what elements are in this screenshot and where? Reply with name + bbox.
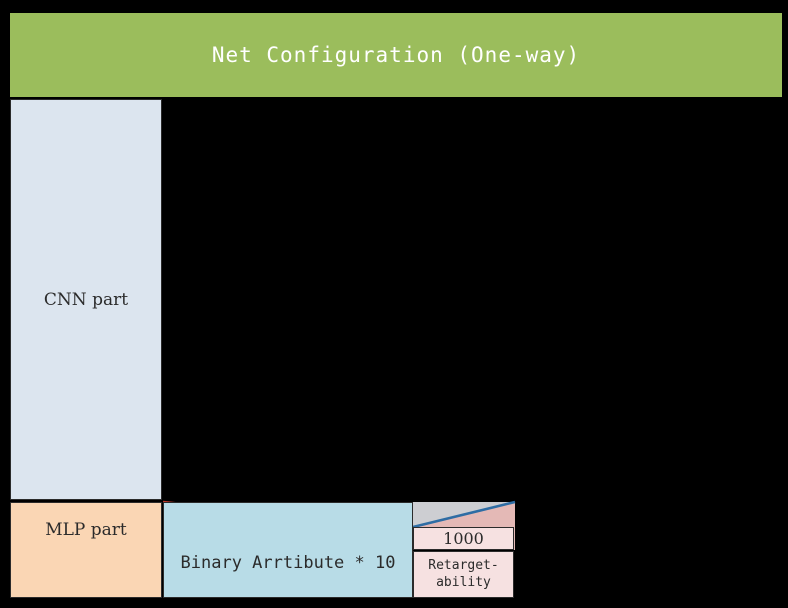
right-taper-line [412, 500, 516, 529]
cnn-part-block: CNN part [10, 99, 162, 500]
binary-attribute-label: Binary Arrtibute * 10 [180, 553, 396, 573]
retargetability-block: Retarget- ability [413, 551, 514, 598]
page-title: Net Configuration (One-way) [211, 43, 581, 67]
header-bar: Net Configuration (One-way) [10, 13, 782, 97]
mlp-part-block: MLP part [10, 502, 162, 598]
unit-count-block: 1000 [413, 527, 514, 550]
binary-attribute-block: Binary Arrtibute * 10 [163, 502, 413, 598]
retargetability-label-line2: ability [436, 574, 491, 590]
cnn-part-label: CNN part [43, 290, 129, 310]
unit-count-label: 1000 [443, 529, 484, 548]
retargetability-label-line1: Retarget- [428, 558, 499, 574]
mlp-part-label: MLP part [45, 520, 127, 540]
